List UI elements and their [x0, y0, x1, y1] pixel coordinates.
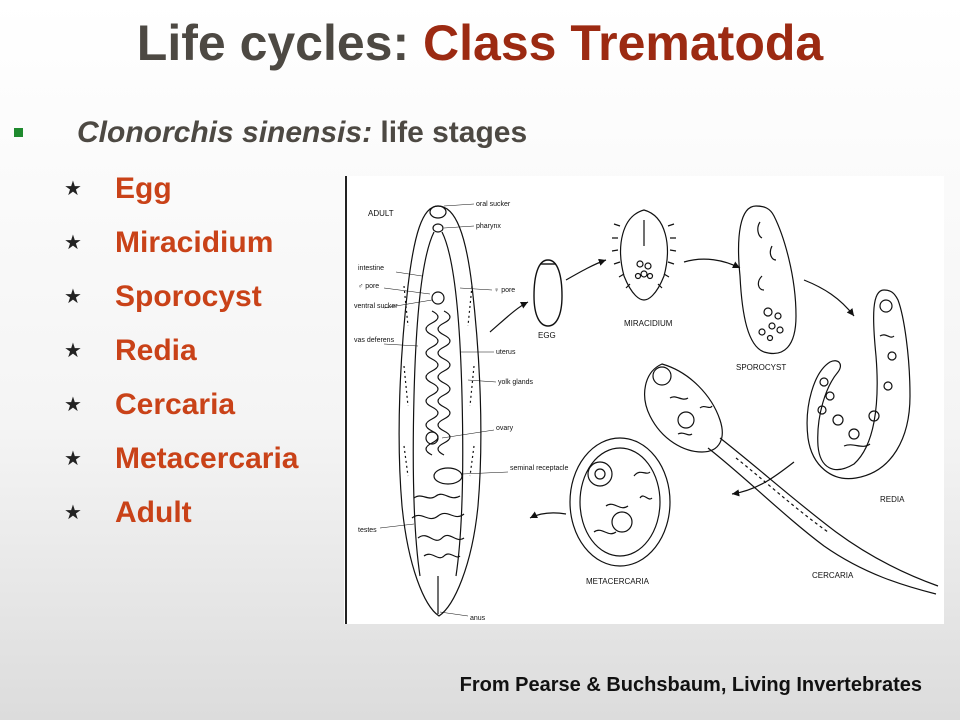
egg-drawing [533, 259, 563, 327]
star-icon: ★ [64, 448, 82, 470]
stage-label: Cercaria [115, 388, 236, 421]
miracidium-drawing [611, 209, 677, 301]
stage-label: Miracidium [115, 226, 274, 259]
subtitle-rest: life stages [372, 116, 528, 149]
sporocyst-drawing [737, 205, 797, 354]
stage-label: Redia [115, 334, 197, 367]
star-icon: ★ [64, 502, 82, 524]
life-cycle-arrows [489, 258, 855, 519]
label-oral-sucker: oral sucker [476, 201, 511, 208]
star-icon: ★ [64, 232, 82, 254]
square-bullet-icon [14, 128, 23, 137]
redia-drawing [806, 289, 911, 480]
star-icon: ★ [64, 394, 82, 416]
label-female-pore: ♀ pore [494, 287, 515, 294]
label-ventral-sucker: ventral sucker [354, 303, 398, 310]
label-seminal-receptacle: seminal receptacle [510, 465, 568, 472]
stage-label: Metacercaria [115, 442, 299, 475]
stage-label: Adult [115, 496, 192, 529]
cercaria-drawing [644, 363, 939, 595]
star-icon: ★ [64, 178, 82, 200]
label-intestine: intestine [358, 265, 384, 272]
title-accent: Class Trematoda [423, 15, 824, 71]
label-metacercaria: METACERCARIA [586, 577, 650, 586]
label-vas-deferens: vas deferens [354, 337, 395, 344]
main-bullet-text: Clonorchis sinensis: life stages [77, 116, 527, 150]
label-egg: EGG [538, 331, 556, 340]
life-cycle-figure: ADULT oral sucker pharynx intestine ♂ po… [344, 176, 944, 624]
label-anus: anus [470, 615, 486, 622]
label-yolk-glands: yolk glands [498, 379, 534, 386]
stage-label: Egg [115, 172, 172, 205]
label-miracidium: MIRACIDIUM [624, 319, 673, 328]
label-sporocyst: SPOROCYST [736, 363, 786, 372]
label-male-pore: ♂ pore [358, 283, 379, 290]
label-ovary: ovary [496, 425, 514, 432]
image-credit: From Pearse & Buchsbaum, Living Inverteb… [459, 674, 922, 696]
adult-fluke-drawing [398, 205, 482, 617]
star-icon: ★ [64, 286, 82, 308]
life-cycle-illustration: ADULT oral sucker pharynx intestine ♂ po… [345, 176, 939, 624]
label-cercaria: CERCARIA [812, 571, 854, 580]
stage-label: Sporocyst [115, 280, 262, 313]
label-testes: testes [358, 527, 377, 534]
slide-title: Life cycles: Class Trematoda [0, 14, 960, 72]
label-redia: REDIA [880, 495, 905, 504]
label-uterus: uterus [496, 349, 516, 356]
label-adult: ADULT [368, 209, 394, 218]
label-pharynx: pharynx [476, 223, 501, 230]
star-icon: ★ [64, 340, 82, 362]
metacercaria-drawing [569, 437, 671, 567]
title-main: Life cycles: [136, 15, 424, 71]
species-name: Clonorchis sinensis: [77, 116, 373, 149]
